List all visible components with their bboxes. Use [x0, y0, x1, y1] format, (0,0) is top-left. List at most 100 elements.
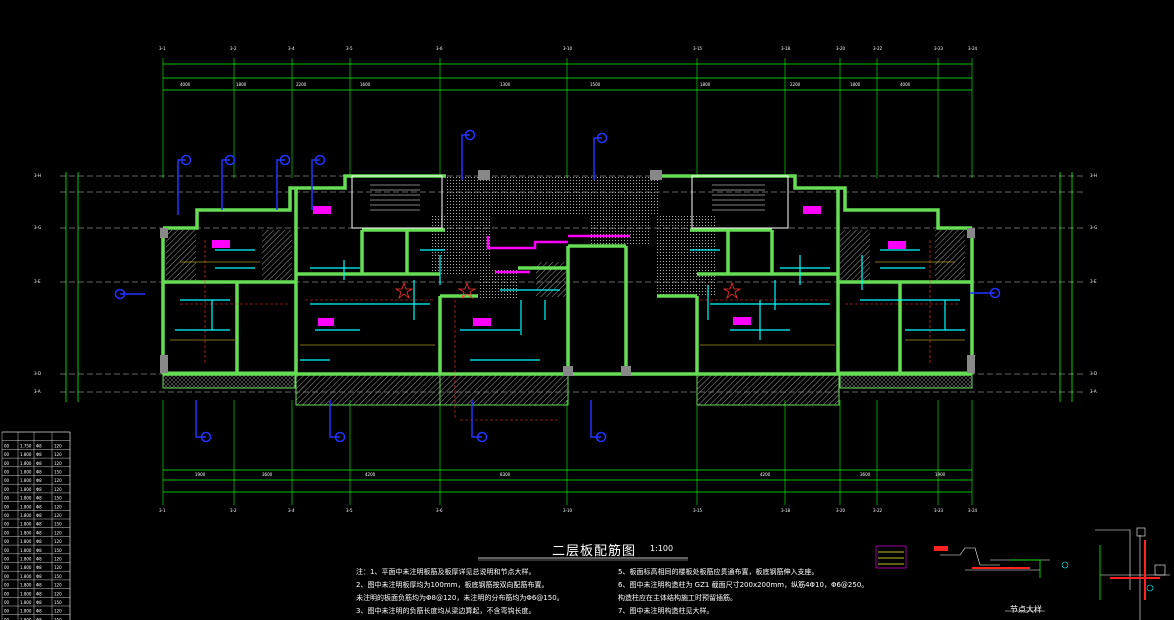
- axis-label: 3-10: [563, 46, 573, 51]
- dimension-value: 8300: [500, 472, 511, 477]
- general-notes-right: 5、板面标高相同的楼板处板筋应贯通布置，板底钢筋伸入支座。 6、图中未注明构造柱…: [618, 566, 888, 618]
- table-cell: 1.800: [20, 478, 32, 483]
- table-cell: 120: [54, 452, 62, 457]
- table-cell: 120: [54, 513, 62, 518]
- note-line: 2、图中未注明板厚均为100mm，板底钢筋按双向配筋布置。: [356, 581, 549, 589]
- table-cell: Φ8: [36, 487, 42, 492]
- dimension-value: 2200: [296, 82, 307, 87]
- dimension-value: 1800: [236, 82, 247, 87]
- section-marker: [221, 154, 236, 210]
- marker-leader: [593, 137, 602, 180]
- note-line: 5、板面标高相同的楼板处板筋应贯通布置，板底钢筋伸入支座。: [618, 568, 819, 576]
- table-cell: 120: [54, 478, 62, 483]
- table-cell: 1.800: [20, 461, 32, 466]
- axis-label: 3-A: [34, 389, 41, 394]
- section-marker: [276, 154, 291, 210]
- axis-label: 3-4: [288, 46, 295, 51]
- general-notes: 注：1、平面中未注明板筋及板厚详见总说明和节点大样。 2、图中未注明板厚均为10…: [356, 566, 606, 618]
- axis-label: 3-5: [346, 46, 353, 51]
- table-cell: Φ8: [36, 574, 42, 579]
- table-cell: Φ8: [36, 600, 42, 605]
- table-cell: 1.800: [20, 513, 32, 518]
- table-cell: 150: [54, 522, 62, 527]
- axis-labels-top: 3-13-13-23-23-43-43-53-53-63-63-103-103-…: [159, 46, 978, 513]
- table-cell: 1.800: [20, 583, 32, 588]
- note-line: 注：1、平面中未注明板筋及板厚详见总说明和节点大样。: [356, 568, 536, 576]
- star-markers: [394, 281, 742, 300]
- table-cell: 1.800: [20, 548, 32, 553]
- table-cell: 00: [4, 574, 10, 579]
- table-cell: 120: [54, 609, 62, 614]
- table-cell: Φ8: [36, 496, 42, 501]
- table-cell: 120: [54, 461, 62, 466]
- axis-label: 3-24: [968, 508, 978, 513]
- table-cell: 00: [4, 461, 10, 466]
- table-cell: Φ8: [36, 583, 42, 588]
- note-line: 构造柱应在主体结构施工时预留插筋。: [618, 594, 737, 602]
- axis-label: 3-23: [934, 46, 944, 51]
- axis-label: 3-15: [693, 46, 703, 51]
- table-cell: Φ8: [36, 452, 42, 457]
- axis-label: 3-4: [288, 508, 295, 513]
- axis-label: 3-G: [34, 225, 41, 230]
- table-cell: 00: [4, 583, 10, 588]
- axis-label: 3-20: [836, 46, 846, 51]
- dimension-value: 1300: [500, 82, 511, 87]
- table-cell: 120: [54, 530, 62, 535]
- axis-label: 3-E: [1090, 279, 1097, 284]
- table-cell: Φ8: [36, 565, 42, 570]
- section-marker: [195, 400, 212, 443]
- table-cell: 120: [54, 591, 62, 596]
- table-cell: Φ8: [36, 548, 42, 553]
- axis-label: 3-D: [1090, 371, 1097, 376]
- axis-label: 3-18: [781, 508, 791, 513]
- table-cell: 00: [4, 513, 10, 518]
- table-cell: 1.800: [20, 609, 32, 614]
- floor-plan: [160, 170, 975, 421]
- table-cell: Φ8: [36, 609, 42, 614]
- table-cell: 1.800: [20, 496, 32, 501]
- axis-label: 3-18: [781, 46, 791, 51]
- table-cell: 00: [4, 600, 10, 605]
- axis-label: 3-A: [1090, 389, 1097, 394]
- dimension-value: 1800: [700, 82, 711, 87]
- table-cell: 1.750: [20, 443, 32, 448]
- table-cell: 150: [54, 496, 62, 501]
- table-cell: Φ8: [36, 530, 42, 535]
- axis-grid-vertical: [162, 58, 973, 505]
- axis-label: 3-22: [873, 508, 883, 513]
- axis-label: 3-H: [34, 173, 41, 178]
- dimension-value: 2200: [790, 82, 801, 87]
- table-cell: Φ8: [36, 522, 42, 527]
- dimension-lines-left: [65, 172, 1073, 402]
- axis-label: 3-H: [1090, 173, 1097, 178]
- marker-leader: [276, 159, 285, 210]
- marker-leader: [590, 400, 601, 438]
- table-cell: Φ8: [36, 470, 42, 475]
- dimension-value: 1600: [360, 82, 371, 87]
- table-cell: Φ8: [36, 443, 42, 448]
- section-marker: [114, 288, 145, 300]
- note-line: 6、图中未注明构造柱为 GZ1 截面尺寸200x200mm，纵筋4Φ10，Φ6@…: [618, 581, 869, 589]
- axis-label: 3-20: [836, 508, 846, 513]
- dimension-value: 4200: [760, 472, 771, 477]
- marker-leader: [177, 159, 186, 215]
- table-cell: 1.800: [20, 565, 32, 570]
- section-marker: [311, 154, 326, 210]
- table-cell: 00: [4, 591, 10, 596]
- table-cell: 00: [4, 478, 10, 483]
- dimension-value: 1500: [590, 82, 601, 87]
- axis-label: 3-G: [1090, 225, 1097, 230]
- section-marker: [970, 287, 1001, 299]
- table-cell: Φ8: [36, 539, 42, 544]
- table-cell: 00: [4, 470, 10, 475]
- table-cell: 00: [4, 504, 10, 509]
- table-cell: 1.800: [20, 452, 32, 457]
- table-cell: 00: [4, 522, 10, 527]
- marker-leader: [221, 159, 230, 210]
- table-cell: Φ8: [36, 461, 42, 466]
